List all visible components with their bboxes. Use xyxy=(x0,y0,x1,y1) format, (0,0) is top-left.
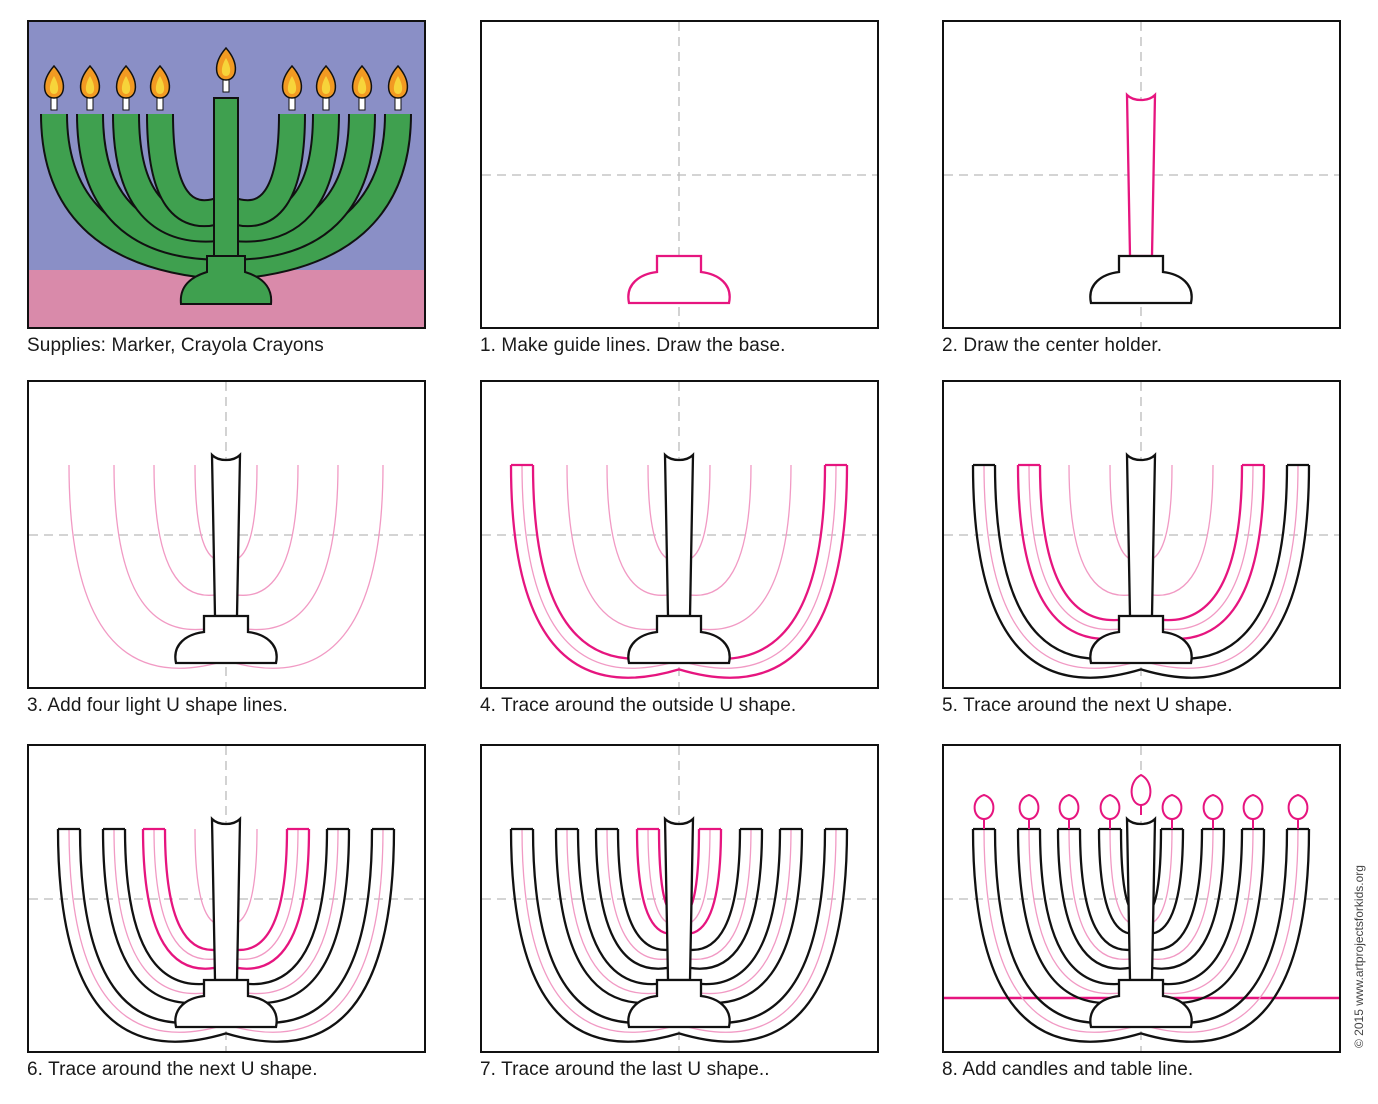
step-8-drawing xyxy=(944,746,1339,1051)
art-flame-core-5 xyxy=(121,76,131,94)
step-1-drawing xyxy=(482,22,877,327)
center-holder xyxy=(210,816,242,982)
caption-step-5: 5. Trace around the next U shape. xyxy=(942,695,1233,716)
arm-outer-edge-1 xyxy=(509,464,849,679)
flame-2 xyxy=(1287,793,1309,821)
arm-outer-edge-1 xyxy=(971,828,1311,1043)
copyright-text: © 2015 www.artprojectsforkids.org xyxy=(1352,865,1366,1048)
caption-step-3: 3. Add four light U shape lines. xyxy=(27,695,288,716)
panel-supplies xyxy=(27,20,426,329)
panel-step-5 xyxy=(942,380,1341,689)
caption-supplies: Supplies: Marker, Crayola Crayons xyxy=(27,335,324,356)
caption-step-6: 6. Trace around the next U shape. xyxy=(27,1059,318,1080)
caption-step-2: 2. Draw the center holder. xyxy=(942,335,1163,356)
panel-step-2 xyxy=(942,20,1341,329)
art-wick-9 xyxy=(222,79,230,93)
flame-8 xyxy=(1161,793,1183,821)
art-flame-core-9 xyxy=(221,58,231,76)
panel-step-3 xyxy=(27,380,426,689)
flame-1 xyxy=(973,793,995,821)
art-wick-3 xyxy=(86,97,94,111)
flame-3 xyxy=(1018,793,1040,821)
art-base xyxy=(179,255,273,305)
menorah-base xyxy=(627,614,731,665)
panel-step-1 xyxy=(480,20,879,329)
art-wick-4 xyxy=(358,97,366,111)
step-7-drawing xyxy=(482,746,877,1051)
caption-step-1: 1. Make guide lines. Draw the base. xyxy=(480,335,786,356)
step-4-drawing xyxy=(482,382,877,687)
art-flame-core-2 xyxy=(393,76,403,94)
panel-step-4 xyxy=(480,380,879,689)
flame-9 xyxy=(1130,773,1152,807)
arm-outer-edge-1 xyxy=(56,828,396,1043)
center-holder xyxy=(210,452,242,618)
center-holder xyxy=(1125,816,1157,982)
art-flame-core-4 xyxy=(357,76,367,94)
flame-7 xyxy=(1099,793,1121,821)
step-6-drawing xyxy=(29,746,424,1051)
art-wick-5 xyxy=(122,97,130,111)
art-flame-core-1 xyxy=(49,76,59,94)
arm-outer-edge-1 xyxy=(971,464,1311,679)
art-wick-1 xyxy=(50,97,58,111)
panel-step-6 xyxy=(27,744,426,1053)
menorah-base xyxy=(627,978,731,1029)
art-wick-2 xyxy=(394,97,402,111)
caption-step-8: 8. Add candles and table line. xyxy=(942,1059,1194,1080)
art-wick-8 xyxy=(288,97,296,111)
menorah-base xyxy=(1089,978,1193,1029)
menorah-base xyxy=(627,254,731,305)
step-3-drawing xyxy=(29,382,424,687)
art-flame-core-7 xyxy=(155,76,165,94)
art-stem xyxy=(213,97,239,273)
center-holder xyxy=(1125,452,1157,618)
step-2-drawing xyxy=(944,22,1339,327)
flame-5 xyxy=(1058,793,1080,821)
art-flame-core-6 xyxy=(321,76,331,94)
art-flame-core-8 xyxy=(287,76,297,94)
finished-menorah-art xyxy=(29,22,424,327)
art-wick-7 xyxy=(156,97,164,111)
menorah-base xyxy=(1089,614,1193,665)
panel-step-7 xyxy=(480,744,879,1053)
flame-6 xyxy=(1202,793,1224,821)
step-5-drawing xyxy=(944,382,1339,687)
flame-4 xyxy=(1242,793,1264,821)
caption-step-7: 7. Trace around the last U shape.. xyxy=(480,1059,770,1080)
art-wick-6 xyxy=(322,97,330,111)
art-flame-core-3 xyxy=(85,76,95,94)
menorah-base xyxy=(1089,254,1193,305)
center-holder xyxy=(1125,92,1157,258)
panel-step-8 xyxy=(942,744,1341,1053)
caption-step-4: 4. Trace around the outside U shape. xyxy=(480,695,797,716)
center-holder xyxy=(663,816,695,982)
arm-outer-edge-1 xyxy=(509,828,849,1043)
menorah-base xyxy=(174,614,278,665)
center-holder xyxy=(663,452,695,618)
menorah-base xyxy=(174,978,278,1029)
